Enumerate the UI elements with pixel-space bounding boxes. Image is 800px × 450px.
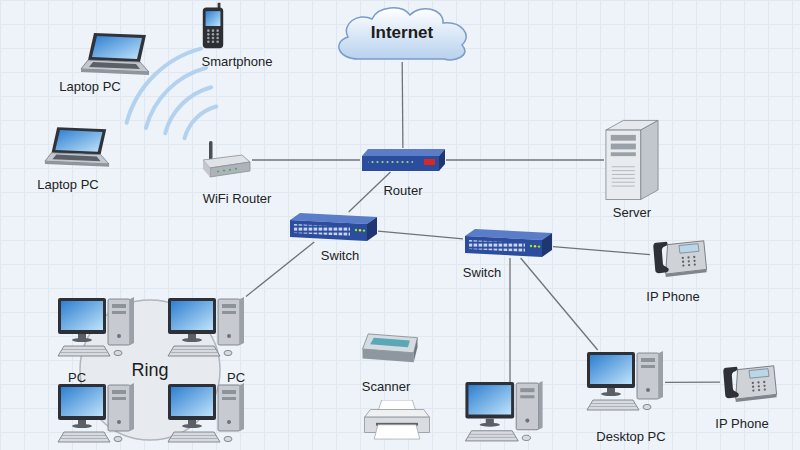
device-node: Smartphone — [200, 2, 226, 50]
switch-icon — [465, 229, 552, 257]
network-link — [553, 247, 650, 255]
wifi-wave — [165, 87, 211, 133]
network-link — [252, 159, 360, 160]
device-node: Server — [604, 118, 660, 202]
node-title: Internet — [371, 23, 433, 43]
device-label: IP Phone — [715, 416, 768, 432]
device-node: Scanner — [360, 332, 420, 368]
device-node: IP Phone — [720, 362, 778, 402]
device-node: PC — [166, 296, 246, 361]
device-label: Scanner — [362, 379, 410, 395]
device-node: Desktop PC — [585, 350, 665, 415]
pc-icon — [168, 383, 244, 442]
pc-icon — [58, 383, 134, 442]
device-node: Laptop PC — [80, 32, 150, 78]
pc-icon — [168, 297, 244, 356]
device-label: WiFi Router — [203, 191, 272, 207]
network-wire — [509, 258, 510, 384]
cloud-node: Internet — [328, 4, 476, 62]
network-link — [402, 62, 404, 148]
scanner-icon — [363, 334, 418, 362]
smartphone-icon — [203, 3, 223, 49]
device-label: Router — [383, 183, 422, 199]
device-label: Laptop PC — [37, 177, 98, 193]
icon-part — [80, 300, 220, 440]
device-node: Router — [360, 148, 446, 172]
device-label: Server — [613, 205, 651, 221]
device-label: Laptop PC — [59, 79, 120, 95]
device-label: IP Phone — [646, 289, 699, 305]
laptop-icon — [45, 127, 109, 167]
pc-icon — [465, 381, 542, 441]
ip-phone-icon — [653, 241, 706, 277]
device-label: PC — [227, 370, 245, 386]
wifi-router-icon — [203, 141, 250, 177]
node-title: Ring — [131, 360, 168, 380]
edge-group — [246, 62, 720, 382]
wifi-wave — [127, 49, 201, 123]
pc-icon — [587, 351, 663, 410]
network-link — [246, 242, 314, 297]
network-link — [378, 231, 463, 239]
device-node: WiFi Router — [200, 140, 252, 180]
device-node: PC — [56, 296, 136, 361]
device-node: Switch — [288, 212, 378, 242]
device-label: Switch — [463, 265, 501, 281]
wifi-wave — [185, 107, 217, 139]
ring-node: Ring — [78, 298, 222, 442]
network-link — [446, 159, 604, 160]
network-link — [665, 381, 720, 382]
laptop-icon — [81, 33, 149, 75]
icon-part — [339, 8, 466, 60]
device-node: Switch — [463, 228, 553, 258]
pc-icon — [58, 297, 134, 356]
router-icon — [362, 149, 445, 171]
ip-phone-icon — [723, 366, 776, 402]
device-node: IP Phone — [650, 237, 708, 277]
device-label: Desktop PC — [596, 429, 665, 445]
switch-icon — [290, 213, 377, 241]
printer-icon — [365, 400, 430, 439]
server-icon — [606, 120, 658, 199]
device-label: Smartphone — [202, 54, 273, 70]
device-label: PC — [68, 370, 86, 386]
device-label: Switch — [321, 248, 359, 264]
device-node: Laptop PC — [44, 126, 110, 170]
network-link — [521, 258, 598, 350]
